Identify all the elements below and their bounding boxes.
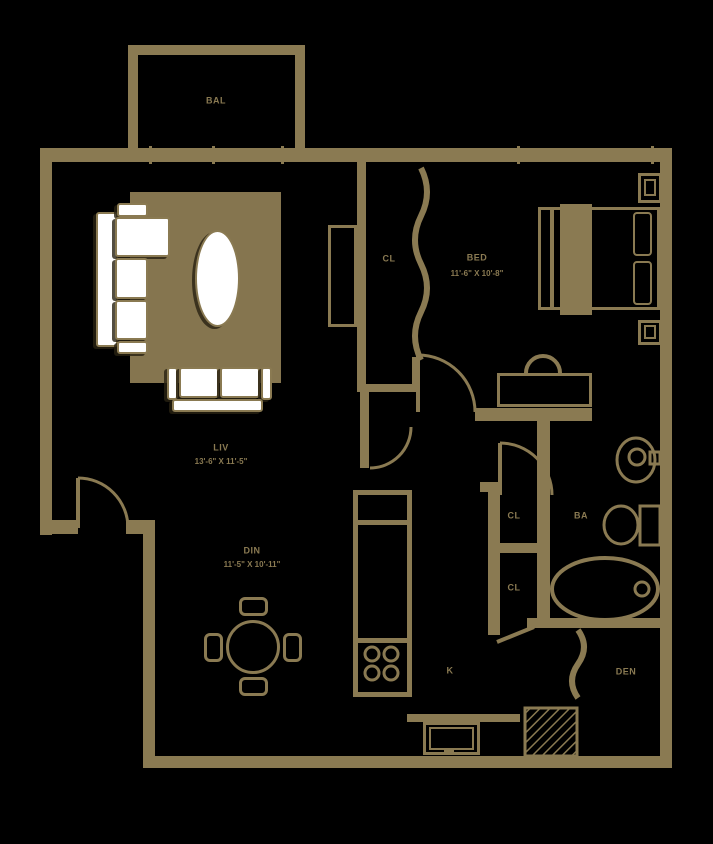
loveseat-cushion — [220, 367, 260, 398]
bathtub-drain-icon — [635, 582, 649, 596]
entry-wall-right — [126, 520, 155, 534]
bed-footboard — [550, 208, 554, 309]
sectional-sofa-cushion — [115, 258, 148, 299]
coffee-table — [195, 230, 240, 327]
window-jamb-tick — [517, 146, 520, 164]
kitchen-counter-divider — [353, 520, 412, 525]
corridor-door-swing-icon — [370, 427, 411, 468]
loveseat-cushion — [179, 367, 219, 398]
right-exterior-wall — [660, 148, 672, 768]
dining-label: DIN — [243, 545, 261, 556]
balcony-label: BAL — [206, 95, 226, 106]
bathroom-sink-basin — [629, 449, 645, 465]
living-room-label: LIV — [213, 442, 229, 453]
dining-chair — [239, 677, 268, 696]
dining-table — [226, 620, 280, 674]
bathroom-sink-icon — [617, 438, 655, 482]
toilet-bowl-icon — [604, 506, 638, 544]
bed-frame — [538, 207, 660, 310]
balcony-left-wall — [128, 45, 138, 148]
washer-dryer-icon — [525, 708, 577, 756]
loveseat-arm — [261, 367, 272, 400]
bath-label: BA — [574, 510, 588, 521]
bed-blanket-band — [560, 204, 592, 315]
stove-burners-icon — [365, 647, 398, 680]
peninsula-counter — [407, 714, 520, 722]
window-jamb-tick — [149, 146, 152, 164]
bedroom-closet-accordion-door-icon — [415, 168, 427, 360]
closet-b-label: CL — [507, 582, 521, 593]
bath-south-wall — [527, 618, 660, 628]
closet-south-wall — [357, 384, 419, 392]
living-east-wall — [357, 162, 366, 391]
bath-door-swing-icon — [500, 443, 552, 495]
corridor-west-wall — [360, 391, 369, 468]
media-console — [328, 225, 357, 327]
sectional-sofa-arm — [117, 203, 148, 217]
window-jamb-tick — [651, 146, 654, 164]
dining-chair — [283, 633, 302, 662]
closet-b-door-leaf — [497, 627, 534, 642]
bathtub-icon — [552, 558, 658, 620]
bottom-exterior-wall — [143, 756, 672, 768]
toilet-tank-icon — [640, 506, 660, 545]
window-jamb-tick — [281, 146, 284, 164]
closets-west-wall — [488, 482, 500, 635]
bedroom-south-wall — [475, 408, 592, 421]
top-exterior-wall — [40, 148, 672, 162]
sectional-sofa-chaise — [115, 217, 170, 257]
nightstand — [638, 320, 662, 345]
bedroom-label: BED — [466, 252, 488, 263]
dining-chair — [204, 633, 223, 662]
bedroom-dimensions: 11'-6" X 10'-8" — [450, 269, 504, 278]
dining-west-wall — [143, 520, 155, 768]
vanity-table — [497, 373, 592, 407]
balcony-top-wall — [128, 45, 305, 55]
nightstand — [638, 173, 662, 203]
closets-west-jamb — [480, 482, 500, 492]
den-accordion-door-icon — [572, 630, 584, 698]
entry-door-swing-icon — [78, 478, 128, 528]
left-exterior-wall — [40, 148, 52, 535]
entry-wall-left — [40, 520, 78, 534]
sectional-sofa-arm — [117, 341, 148, 354]
kitchen-faucet — [444, 748, 454, 753]
nightstand-inner — [644, 179, 656, 196]
kitchen-label: K — [446, 665, 454, 676]
closet-a-label: CL — [507, 510, 521, 521]
window-jamb-tick — [212, 146, 215, 164]
vanity-stool-icon — [526, 356, 560, 373]
bedroom-door-swing-icon — [418, 355, 475, 412]
bed-pillow — [633, 261, 652, 305]
hall-closet-label: CL — [382, 253, 396, 264]
bed-pillow — [633, 212, 652, 256]
balcony-right-wall — [295, 45, 305, 148]
bathroom-sink-faucet — [650, 452, 660, 464]
dining-dimensions: 11'-5" X 10'-11" — [223, 560, 281, 569]
closet-divider-wall — [488, 543, 537, 553]
sectional-sofa-cushion — [115, 300, 148, 340]
stove-top-edge — [353, 638, 412, 643]
loveseat-back — [172, 399, 263, 412]
dining-chair — [239, 597, 268, 616]
living-room-dimensions: 13'-6" X 11'-5" — [194, 457, 248, 466]
nightstand-inner — [644, 325, 656, 339]
den-label: DEN — [615, 666, 637, 677]
